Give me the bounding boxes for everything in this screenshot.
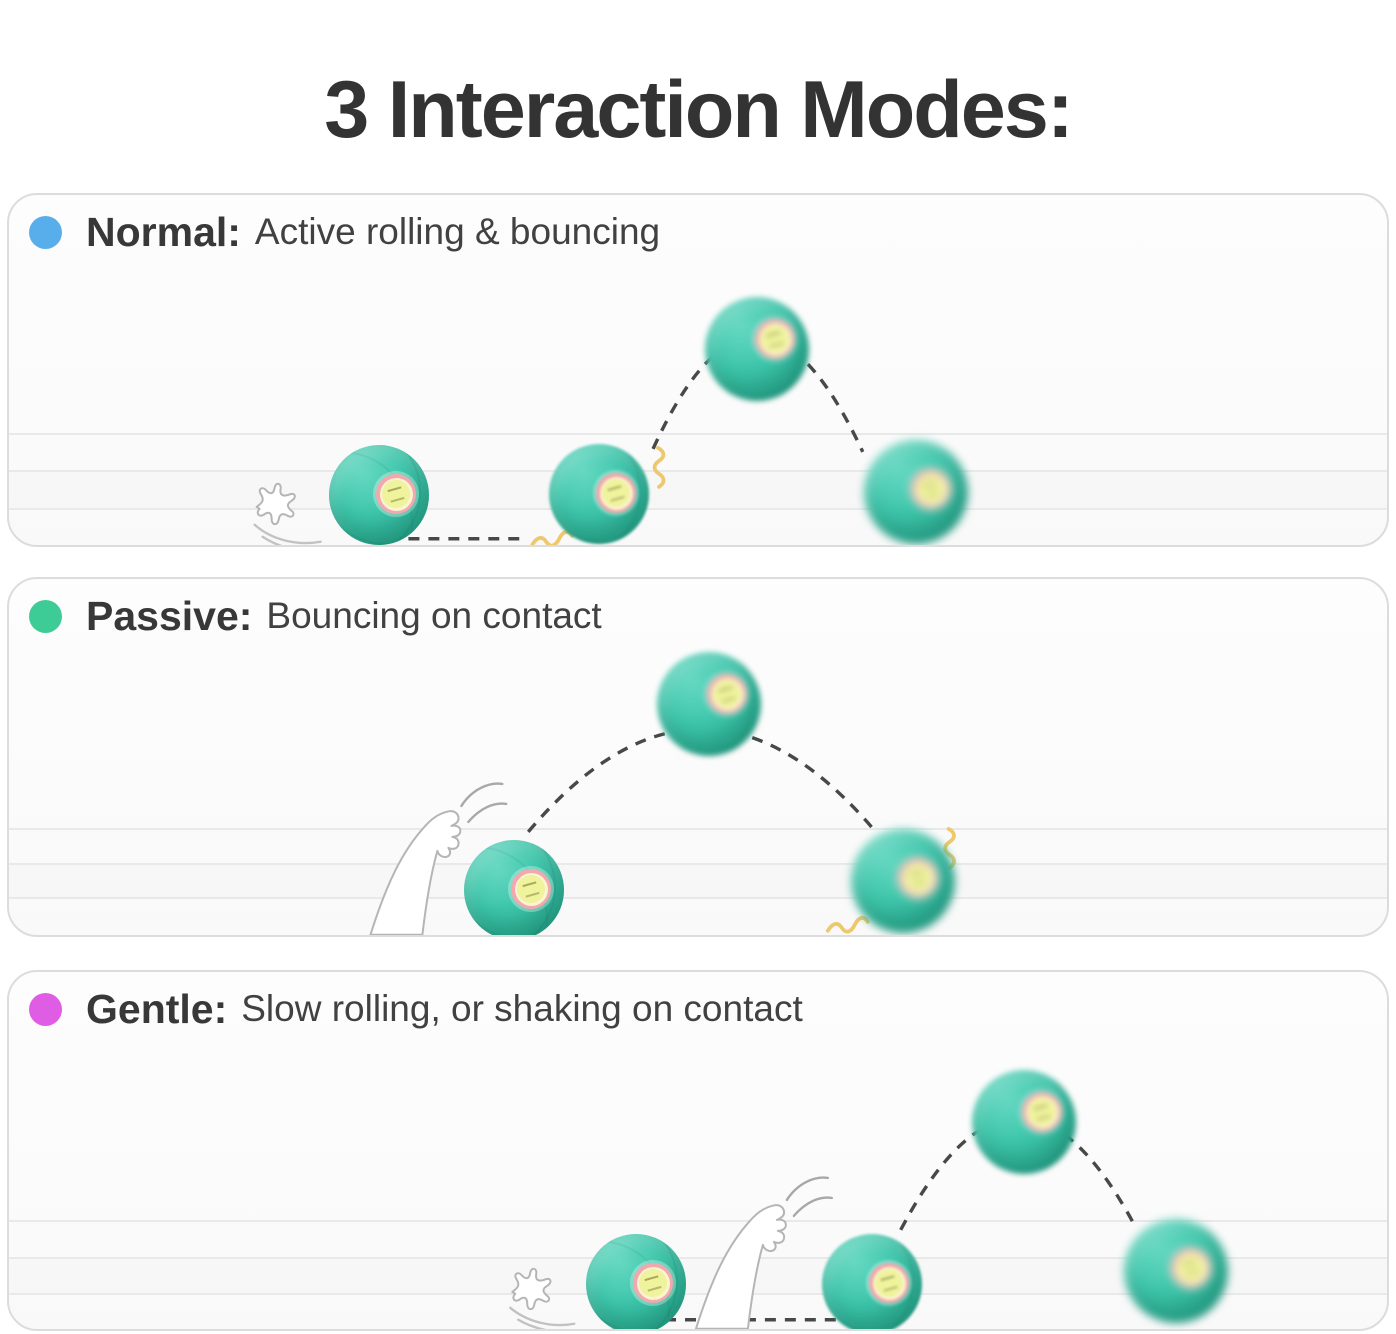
mode-panel-normal: Normal: Active rolling & bouncing [7, 193, 1389, 547]
ball-groove [1124, 1219, 1220, 1323]
mode-header-passive: Passive: Bouncing on contact [29, 591, 602, 641]
impact-splat-icon [511, 1267, 552, 1311]
cat-paw-icon [695, 1176, 834, 1329]
toy-ball [822, 1234, 922, 1329]
floor-line [9, 897, 1387, 899]
ball-face [1171, 1248, 1211, 1288]
ball-face [376, 474, 416, 514]
toy-ball [864, 440, 968, 544]
ball-logo-icon [387, 485, 405, 503]
mode-description: Bouncing on contact [266, 595, 602, 636]
toy-ball [705, 297, 809, 401]
toy-ball [851, 829, 955, 933]
ball-logo-icon [607, 484, 625, 502]
ball-face [911, 469, 951, 509]
mode-header-gentle: Gentle: Slow rolling, or shaking on cont… [29, 984, 803, 1034]
vibration-zigzag-icon [652, 445, 666, 489]
vibration-zigzag-icon [943, 826, 956, 870]
ball-groove [549, 444, 649, 544]
ball-face [755, 319, 795, 359]
mode-label: Passive: [86, 592, 253, 639]
ball-face [869, 1263, 909, 1303]
ball-face [596, 473, 636, 513]
floor-line [9, 508, 1387, 510]
toy-ball [586, 1234, 686, 1329]
ball-groove [864, 440, 960, 544]
ball-logo-icon [922, 480, 940, 498]
floor-line [9, 1220, 1387, 1222]
mode-dot [29, 992, 62, 1026]
mode-label: Gentle: [86, 985, 228, 1032]
ball-face [511, 869, 551, 909]
mode-dot [29, 599, 62, 633]
mode-panel-gentle: Gentle: Slow rolling, or shaking on cont… [7, 970, 1389, 1331]
mode-description: Slow rolling, or shaking on contact [241, 988, 803, 1029]
mode-label: Normal: [86, 208, 241, 255]
ball-logo-icon [766, 330, 784, 348]
page-title: 3 Interaction Modes: [324, 64, 1074, 155]
ball-face [633, 1263, 673, 1303]
ball-logo-icon [644, 1274, 662, 1292]
toy-ball [972, 1070, 1076, 1174]
toy-ball [549, 444, 649, 544]
paw-motion-lines-icon [785, 1176, 834, 1218]
mode-description: Active rolling & bouncing [254, 211, 661, 252]
ball-logo-icon [909, 869, 927, 887]
floor-line [9, 433, 1387, 435]
toy-ball [329, 445, 429, 545]
floor-line [9, 1293, 1387, 1295]
ball-face [898, 858, 938, 898]
ball-face [707, 674, 747, 714]
paw-motion-lines-icon [460, 782, 508, 824]
mode-header-normal: Normal: Active rolling & bouncing [29, 207, 660, 257]
toy-ball [657, 652, 761, 756]
toy-ball [464, 840, 564, 935]
ball-groove [657, 652, 753, 756]
ball-face [1022, 1092, 1062, 1132]
floor-line [9, 828, 1387, 830]
mode-panel-passive: Passive: Bouncing on contact [7, 577, 1389, 937]
ball-logo-icon [1033, 1103, 1051, 1121]
swoosh-lines-icon [253, 523, 322, 545]
ball-logo-icon [880, 1274, 898, 1292]
swoosh-lines-icon [509, 1306, 618, 1329]
floor-line [9, 470, 1387, 472]
floor-line [9, 863, 1387, 865]
mode-dot [29, 215, 62, 249]
cat-paw-icon [369, 810, 462, 935]
ball-groove [705, 297, 801, 401]
ball-groove [851, 829, 947, 933]
impact-splat-icon [255, 482, 296, 526]
toy-ball [1124, 1219, 1228, 1323]
ball-logo-icon [522, 880, 540, 898]
floor-line [9, 1257, 1387, 1259]
ball-groove [972, 1070, 1068, 1174]
ball-logo-icon [1182, 1259, 1200, 1277]
scene-gentle [509, 1116, 1136, 1329]
ball-logo-icon [718, 685, 736, 703]
